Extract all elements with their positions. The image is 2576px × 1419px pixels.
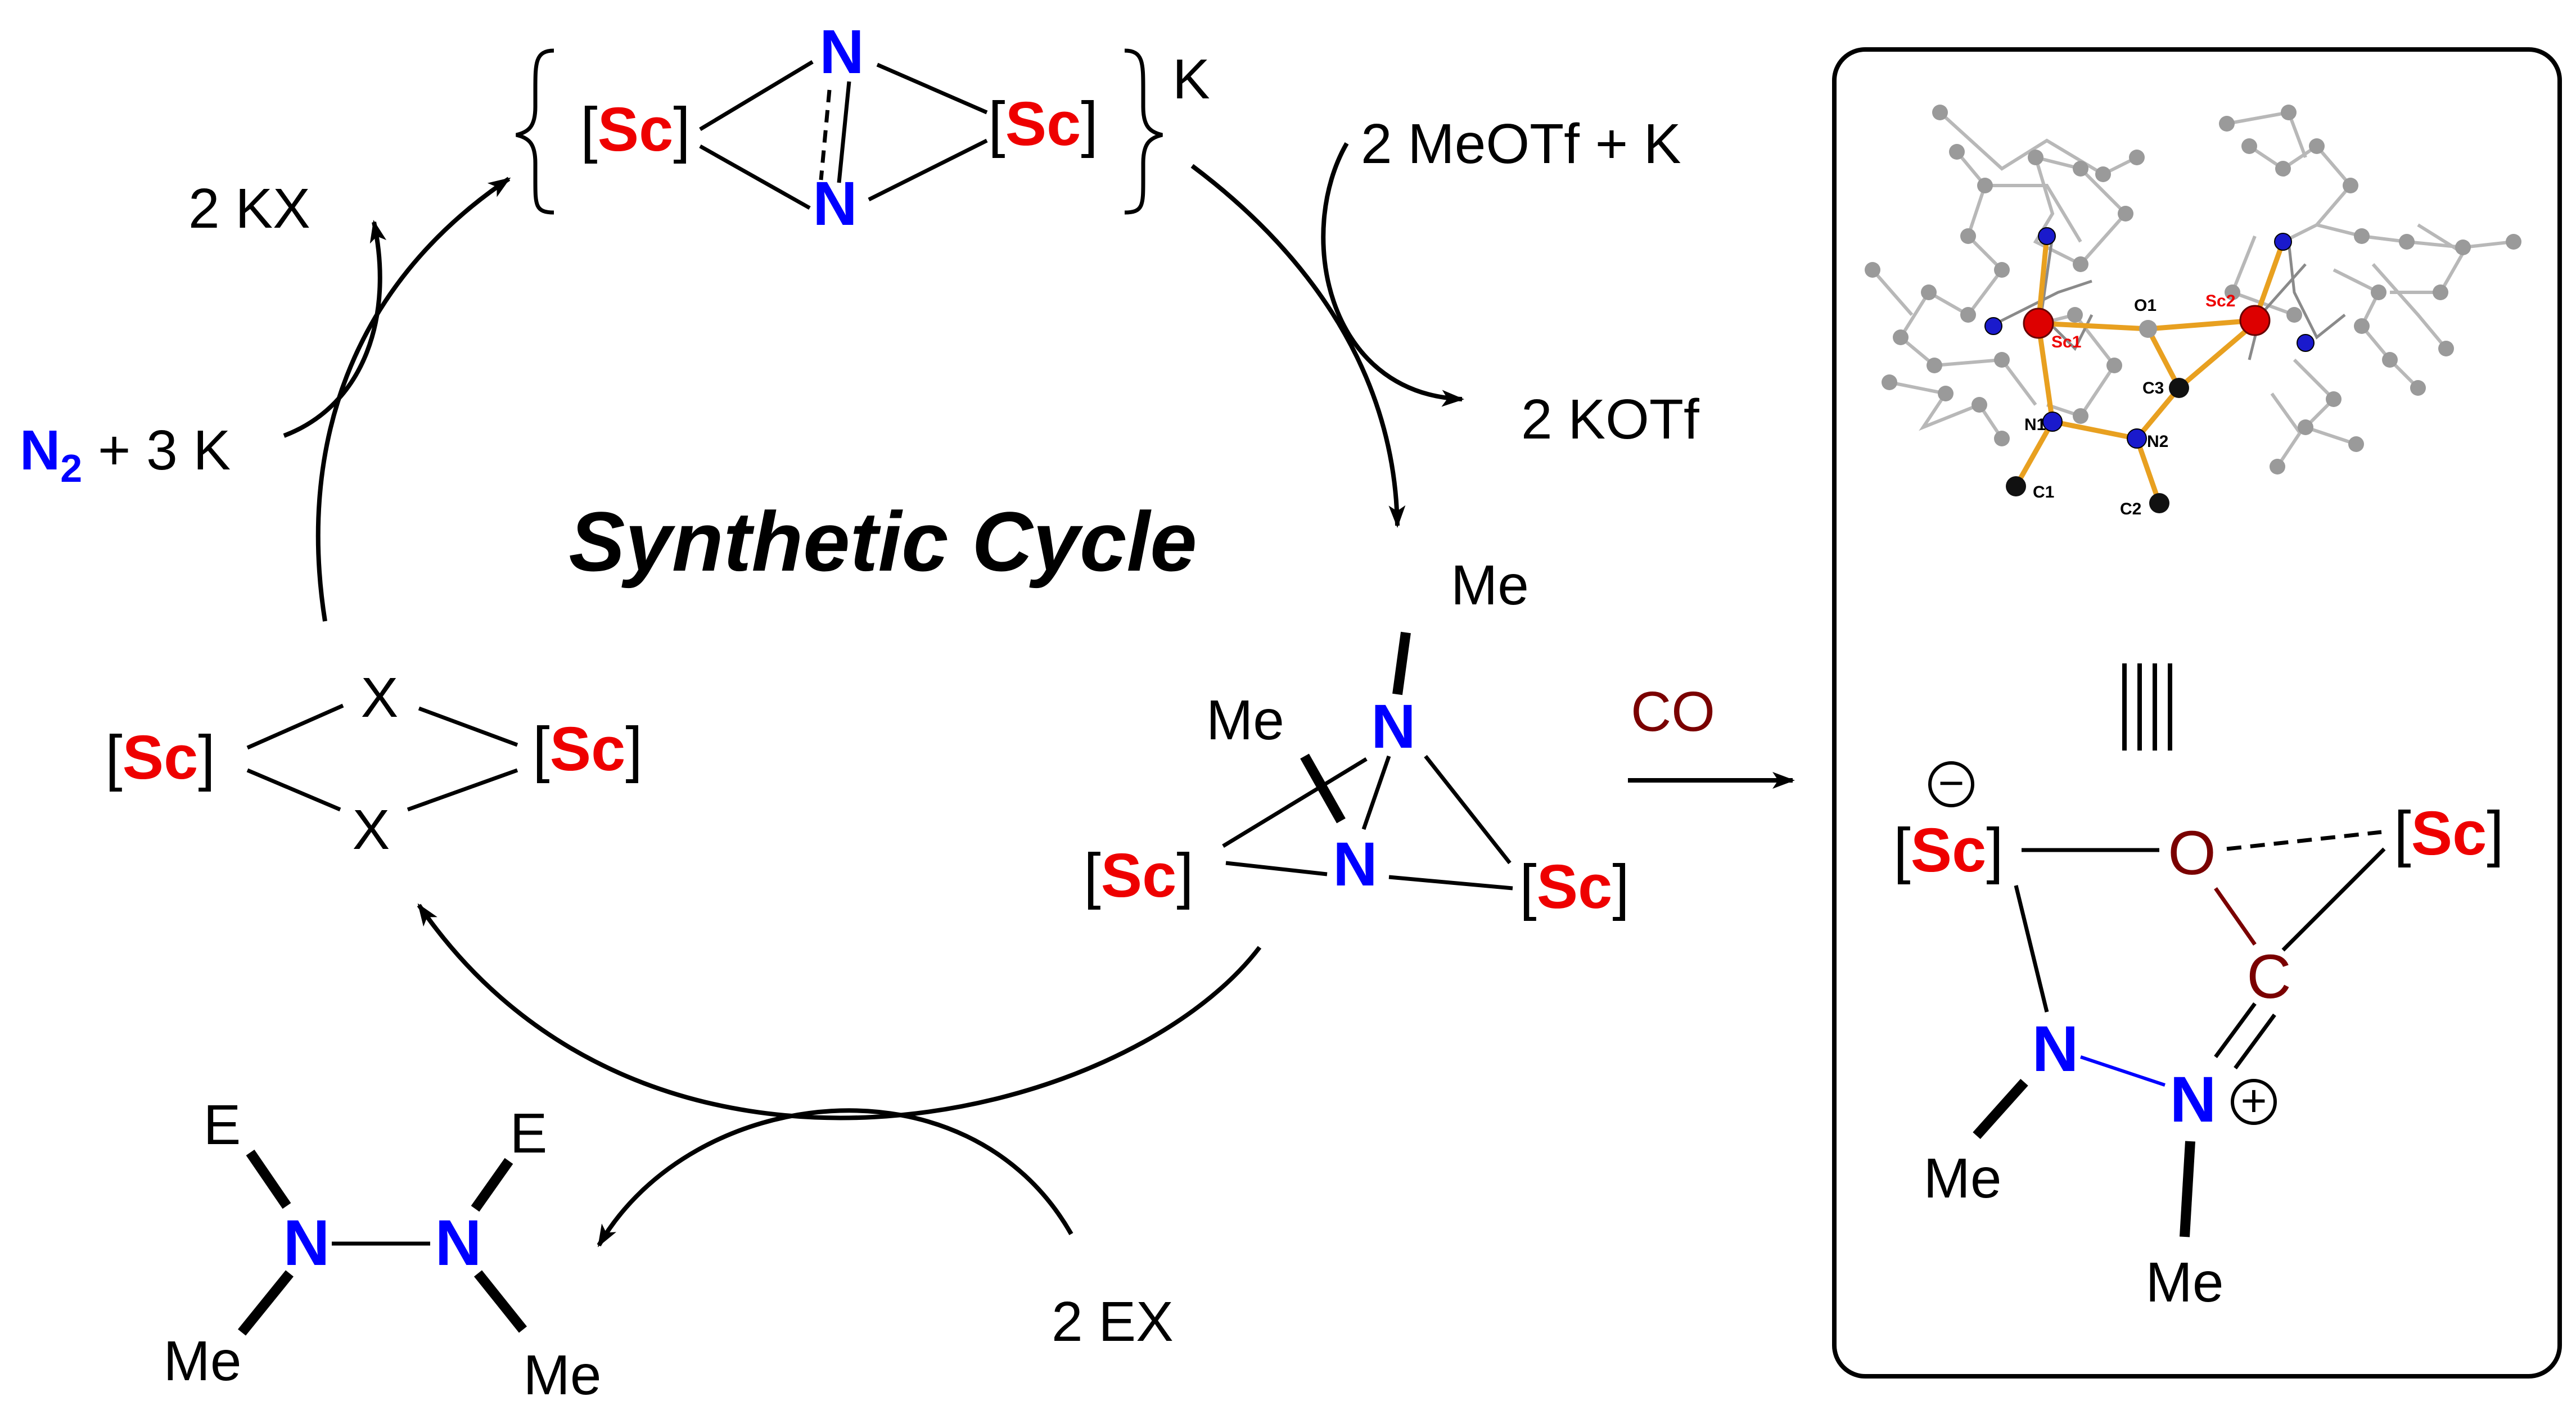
me-left: Me — [1206, 689, 1284, 752]
top-bonds — [699, 60, 988, 210]
sc-right-top: [Sc] — [988, 89, 1098, 159]
label-c3: C3 — [2142, 379, 2164, 397]
minus-charge: − — [1938, 758, 1965, 808]
me-right-hydrazine: Me — [524, 1344, 602, 1407]
inset-frame — [1832, 47, 2562, 1379]
label-n2: N2 — [2147, 432, 2168, 451]
hydrazine-product: E E N N Me Me — [164, 1093, 602, 1407]
plus-charge-circle — [2231, 1079, 2277, 1125]
arrow-meotf-in — [1321, 142, 1464, 407]
halide-bonds — [246, 703, 518, 812]
nitrogen-atoms — [1984, 227, 2315, 449]
me-top: Me — [1451, 554, 1529, 617]
methyl-carbons — [2006, 378, 2189, 513]
reagent-meotf: 2 MeOTf + K — [1361, 112, 1681, 175]
o-atom-inset: O — [2168, 819, 2216, 888]
equivalence-symbol — [2122, 663, 2172, 751]
c-atom-inset: C — [2246, 942, 2291, 1011]
cycle-arrows — [283, 142, 1795, 1248]
cycle-title: Synthetic Cycle — [569, 494, 1197, 589]
co-insertion-product: − [Sc] [Sc] O C N N + Me Me — [1893, 758, 2504, 1314]
n-upper: N — [1371, 692, 1415, 761]
scandium-atoms — [2023, 305, 2271, 339]
sc-right-mid: [Sc] — [1519, 852, 1630, 921]
bis-methylimido-complex: Me Me N N [Sc] [Sc] — [1084, 554, 1630, 921]
label-c1: C1 — [2033, 483, 2054, 501]
sc-left-mid: [Sc] — [1084, 841, 1194, 910]
top-dinitrogen-complex: [Sc] [Sc] N N K — [516, 17, 1210, 238]
hydrazine-bonds — [238, 1149, 527, 1336]
core-bonds — [2014, 236, 2286, 504]
me-left-hydrazine: Me — [164, 1330, 242, 1393]
n-right-hydrazine: N — [435, 1207, 481, 1279]
n-bottom-atom: N — [813, 169, 857, 238]
arrow-bottom — [417, 903, 1262, 1120]
me2-inset: Me — [2146, 1251, 2224, 1314]
e-left: E — [204, 1093, 241, 1156]
n-lower: N — [1333, 830, 1377, 899]
product-kotf: 2 KOTf — [1521, 388, 1699, 451]
arrow-ex-to-hydrazine — [597, 1108, 1073, 1248]
reagent-co: CO — [1631, 680, 1715, 743]
label-n1: N1 — [2024, 415, 2046, 434]
sc-left-top: [Sc] — [580, 95, 691, 164]
crystal-structure: Sc1 Sc2 O1 C3 N1 N2 C1 C2 — [1865, 105, 2521, 518]
x-bottom: X — [353, 798, 390, 861]
n1-atom-inset: N — [2032, 1013, 2078, 1085]
minus-charge-circle — [1928, 761, 1974, 807]
n2-atom-inset: N — [2169, 1064, 2216, 1136]
arrow-top-right — [1190, 164, 1406, 528]
sc-right-inset: [Sc] — [2394, 799, 2504, 868]
x-top: X — [361, 666, 399, 729]
halide-dimer: X X [Sc] [Sc] — [105, 666, 643, 861]
inset-bonds — [1973, 830, 2386, 1237]
plus-charge: + — [2241, 1075, 2267, 1126]
reagent-ex: 2 EX — [1052, 1290, 1174, 1353]
n-left-hydrazine: N — [283, 1207, 330, 1279]
n-top-atom: N — [819, 17, 864, 87]
label-sc1: Sc1 — [2051, 333, 2081, 351]
reagent-n2-k: N2 + 3 K — [20, 419, 231, 490]
label-o1: O1 — [2134, 296, 2157, 315]
label-c2: C2 — [2120, 500, 2141, 518]
arrow-n2-to-kx — [283, 220, 387, 438]
label-sc2: Sc2 — [2205, 292, 2235, 310]
sc-left-dimer: [Sc] — [105, 723, 215, 792]
ligand-framework — [1871, 110, 2514, 468]
carbon-atoms — [1865, 105, 2521, 474]
k-counterion: K — [1172, 48, 1210, 111]
me1-inset: Me — [1924, 1147, 2002, 1210]
e-right: E — [510, 1102, 548, 1165]
sc-left-inset: [Sc] — [1893, 816, 2004, 885]
left-brace — [516, 48, 554, 215]
arrow-left-up — [315, 177, 511, 622]
crystal-atom-labels: Sc1 Sc2 O1 C3 N1 N2 C1 C2 — [2024, 292, 2235, 518]
product-kx: 2 KX — [188, 177, 310, 240]
right-brace — [1124, 48, 1163, 215]
imido-bonds — [1222, 631, 1513, 891]
sc-right-dimer: [Sc] — [533, 715, 643, 784]
